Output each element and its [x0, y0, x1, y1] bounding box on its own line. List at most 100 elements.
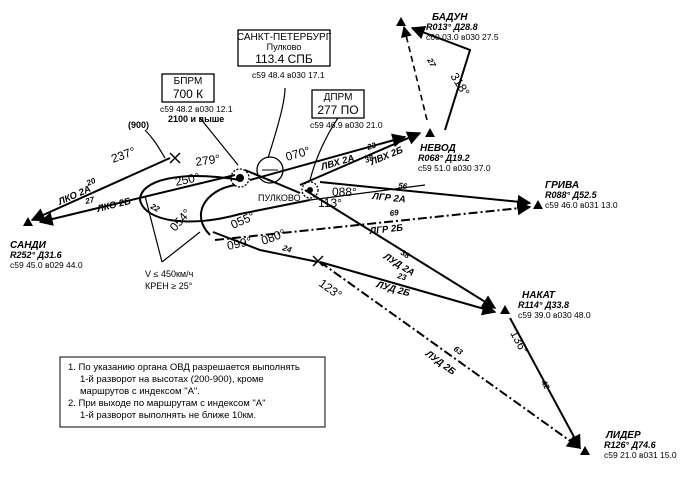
- distance-lud2b: 23: [395, 271, 408, 283]
- bprm-coord: с59 48.2 в030 12.1: [160, 104, 233, 114]
- airport-name: ПУЛКОВО: [258, 193, 301, 203]
- distance-lud2b-dash: 63: [452, 344, 465, 357]
- bprm-title: БПРМ: [174, 76, 203, 87]
- bprm-leader: [199, 117, 239, 166]
- turn-path-vor: [267, 87, 286, 159]
- route-line-lko2a: [30, 157, 171, 222]
- dprm-title: ДПРМ: [324, 92, 353, 103]
- triangle-icon-nevod: [425, 128, 435, 137]
- vor-name: Пулково: [267, 42, 302, 52]
- runway-icon: [244, 169, 301, 194]
- note-line-2: 1-й разворот на высотах (200-900), кроме: [80, 374, 264, 385]
- waypoint-badun-rd: R013° Д28.8: [426, 22, 478, 32]
- fix-cross-south: [312, 255, 324, 267]
- alt-window-leader: [144, 129, 166, 159]
- route-label-lgr2a: ЛГР 2А: [371, 191, 407, 206]
- waypoint-badun-name: БАДУН: [432, 12, 468, 23]
- dprm-coord: с59 46.9 в030 21.0: [310, 120, 383, 130]
- runway-direction: [309, 184, 426, 201]
- route-line-lvh2a: [249, 133, 407, 181]
- waypoint-griva-name: ГРИВА: [545, 180, 579, 191]
- heading-237: 237°: [109, 144, 137, 166]
- route-label-lud2b-2: ЛУД 2Б: [422, 348, 457, 378]
- distance-lgr2b: 69: [389, 208, 399, 218]
- distance-lgr2a: 56: [398, 181, 408, 191]
- fix-cross-west: [169, 152, 181, 164]
- waypoint-nakat-name: НАКАТ: [522, 290, 556, 301]
- waypoint-griva-rd: R088° Д52.5: [545, 190, 598, 200]
- triangle-icon-badun: [396, 17, 406, 26]
- route-line-lgr2b: [214, 201, 532, 241]
- speed-restriction: V ≤ 450км/ч: [145, 269, 194, 279]
- heading-318: 318°: [447, 70, 472, 99]
- waypoint-lider-coord: с59 21.0 в031 15.0: [604, 450, 677, 460]
- waypoint-nakat-rd: R114° Д33.8: [518, 300, 569, 310]
- note-line-4: 2. При выходе по маршрутам с индексом "А…: [68, 398, 266, 409]
- route-label-lgr2b: ЛГР 2Б: [368, 223, 404, 238]
- turn-path-south: [212, 231, 319, 263]
- waypoint-lider-name: ЛИДЕР: [605, 430, 641, 441]
- route-label-lko2b: ЛКО 2Б: [95, 196, 132, 215]
- waypoint-sandi-name: САНДИ: [10, 240, 47, 251]
- route-line-lvh2b: [299, 131, 422, 186]
- vor-icon[interactable]: [256, 156, 284, 184]
- distance-south: 24: [280, 243, 293, 255]
- bprm-ndb-icon[interactable]: [230, 168, 250, 188]
- triangle-icon-nakat: [500, 305, 510, 314]
- waypoint-nakat-coord: с59 39.0 в030 48.0: [518, 310, 591, 320]
- heading-099: 099°: [226, 234, 253, 253]
- distance-badun: 27: [425, 56, 438, 70]
- waypoint-nevod-coord: с59 51.0 в030 37.0: [418, 163, 491, 173]
- heading-123: 123°: [316, 276, 344, 302]
- waypoint-nevod-rd: R068° Д19.2: [418, 153, 470, 163]
- heading-054: 054°: [167, 206, 194, 234]
- notes-box: 1. По указанию органа ОВД разрешается вы…: [59, 356, 326, 428]
- turn-path-dprm: [309, 117, 339, 181]
- distance-lider: 42: [539, 378, 552, 391]
- restriction-leader-2: [161, 231, 201, 263]
- bprm-ident: 700 К: [173, 87, 203, 101]
- turn-path-loop: [199, 184, 236, 236]
- restriction-leader-1: [144, 195, 163, 263]
- heading-070: 070°: [284, 144, 312, 164]
- bprm-alt-note: 2100 и выше: [168, 114, 224, 124]
- alt-window: (900): [128, 120, 149, 130]
- route-line-badun-2: [410, 25, 472, 131]
- distance-lvh2a: 23: [365, 141, 378, 153]
- route-line-lgr2a: [319, 181, 532, 209]
- distance-loop: 22: [148, 201, 161, 214]
- heading-279: 279°: [194, 152, 221, 169]
- waypoint-sandi-coord: с59 45.0 в029 44.0: [10, 260, 83, 270]
- heading-113: 113°: [318, 196, 342, 210]
- distance-lvh2b: 38: [363, 153, 375, 165]
- triangle-icon-lider: [580, 446, 590, 455]
- bank-restriction: КРЕН ≥ 25°: [145, 281, 193, 291]
- route-line-lud2b: [319, 261, 497, 316]
- distance-lko2a: 20: [84, 176, 97, 188]
- waypoint-sandi-rd: R252° Д31.6: [10, 250, 63, 260]
- dprm-ident: 277 ПО: [317, 103, 358, 117]
- route-line-lud2b-dash: [319, 261, 582, 449]
- route-line-lko2b: [38, 174, 236, 226]
- waypoint-griva-coord: с59 46.0 в031 13.0: [545, 200, 618, 210]
- triangle-icon-griva: [533, 200, 543, 209]
- turn-path-west: [138, 175, 311, 223]
- route-line-lud2a: [304, 189, 497, 309]
- note-line-3: маршрутов с индексом "А".: [80, 386, 200, 397]
- vor-freq: 113.4 СПБ: [255, 52, 313, 66]
- bprm-info-box[interactable]: БПРМ 700 К: [161, 73, 215, 103]
- dprm-info-box[interactable]: ДПРМ 277 ПО: [311, 89, 365, 119]
- distance-lko2b: 27: [83, 195, 95, 206]
- waypoint-lider-rd: R126° Д74.6: [604, 440, 657, 450]
- vor-coord: с59 48.4 в030 17.1: [252, 70, 325, 80]
- waypoint-nevod-name: НЕВОД: [420, 143, 456, 154]
- waypoint-badun-coord: с60 03.0 в030 27.5: [426, 32, 499, 42]
- triangle-icon-sandi: [23, 217, 33, 226]
- heading-250: 250°: [174, 170, 201, 189]
- heading-088: 088°: [332, 185, 357, 199]
- vor-info-box[interactable]: САНКТ-ПЕТЕРБУРГ Пулково 113.4 СПБ: [237, 29, 332, 67]
- note-line-1: 1. По указанию органа ОВД разрешается вы…: [68, 362, 300, 373]
- dprm-ndb-icon[interactable]: [301, 181, 319, 199]
- note-line-5: 1-й разворот выполнять не ближе 10км.: [80, 410, 256, 421]
